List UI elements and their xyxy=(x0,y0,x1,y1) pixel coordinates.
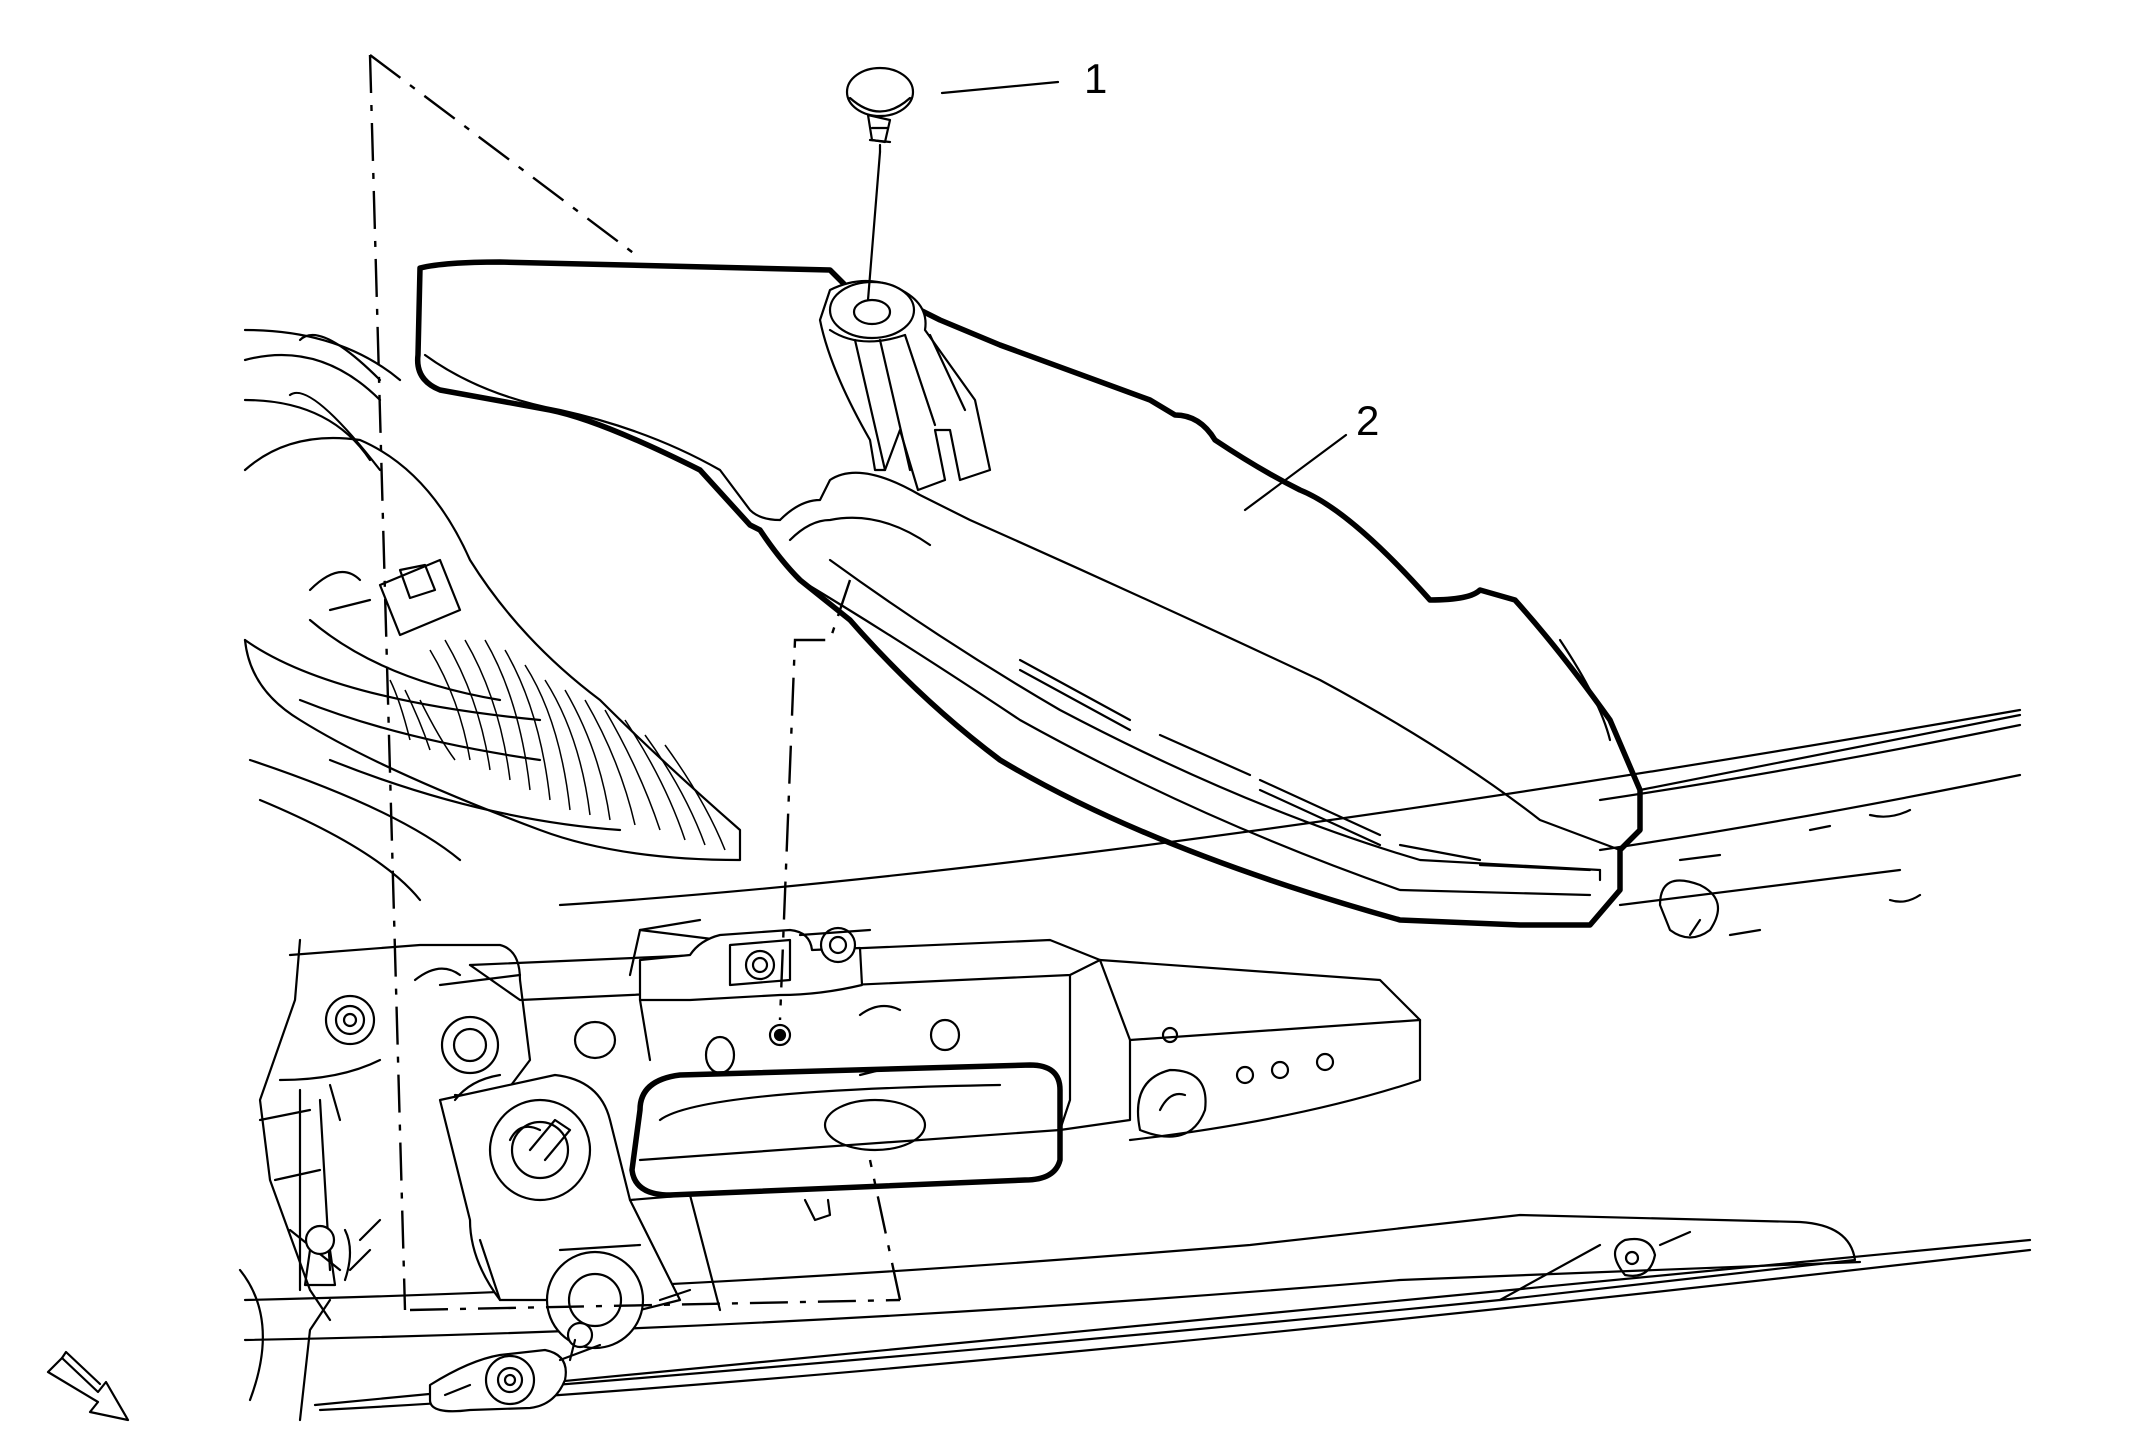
radiator-support xyxy=(468,918,1422,1222)
air-duct xyxy=(414,259,1643,928)
push-pin-fastener xyxy=(845,66,915,154)
dashed-alignment-lines xyxy=(368,54,902,1312)
callout-label-1: 1 xyxy=(1084,55,1108,102)
intake-hose xyxy=(243,328,742,902)
hood-latch xyxy=(428,1343,602,1413)
left-structure xyxy=(238,938,532,1422)
body-panel-lines xyxy=(558,708,2022,939)
callout-1-leader xyxy=(940,80,1060,95)
callout-2-leader xyxy=(1243,433,1348,512)
callout-label-2: 2 xyxy=(1356,397,1380,444)
front-direction-arrow-icon xyxy=(46,1350,130,1422)
fastener-install-line xyxy=(866,150,882,302)
latch-bracket xyxy=(438,1073,722,1362)
